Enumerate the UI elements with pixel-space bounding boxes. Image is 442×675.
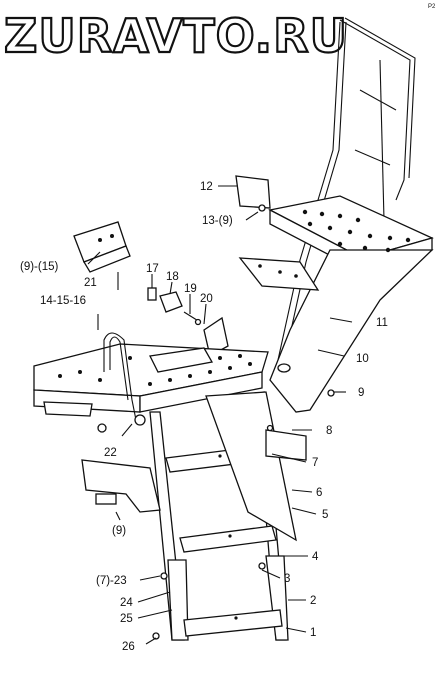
upper-platform-assembly <box>235 17 434 413</box>
callout-18: 18 <box>166 271 179 283</box>
callout-8: 8 <box>326 425 332 437</box>
callout-5: 5 <box>322 509 328 521</box>
callout-19: 19 <box>184 283 197 295</box>
callout-11: 11 <box>376 317 388 329</box>
callout-7: 7 <box>312 457 318 469</box>
callout-24: 24 <box>120 597 133 609</box>
callout-9b: (9) <box>112 525 126 537</box>
callout-13-9: 13-(9) <box>202 215 233 227</box>
callout-20: 20 <box>200 293 213 305</box>
callout-7-23: (7)-23 <box>96 575 127 587</box>
callout-12: 12 <box>200 181 213 193</box>
lower-deck-holes <box>58 354 252 386</box>
callout-14-15-16: 14-15-16 <box>40 295 86 307</box>
corner-mark: P2 <box>428 4 436 10</box>
leader-lines <box>87 185 353 645</box>
callout-4: 4 <box>312 551 319 563</box>
callout-2: 2 <box>310 595 316 607</box>
watermark-text: ZURAVTO.RU <box>4 9 348 63</box>
callout-25: 25 <box>120 613 133 625</box>
callout-3: 3 <box>284 573 290 585</box>
callout-17: 17 <box>146 263 159 275</box>
ladder-frame <box>81 391 307 641</box>
lower-platform-assembly <box>33 332 269 433</box>
callout-22: 22 <box>104 447 117 459</box>
callout-9: 9 <box>358 387 364 399</box>
upper-deck-holes <box>258 209 411 278</box>
latch-hardware-parts <box>73 221 229 357</box>
callout-26: 26 <box>122 641 135 653</box>
callout-9-15: (9)-(15) <box>20 261 59 273</box>
callout-6: 6 <box>316 487 322 499</box>
callout-1: 1 <box>310 627 316 639</box>
callout-labels: 12 13-(9) (9)-(15) 21 17 18 19 20 14-15-… <box>20 181 388 653</box>
callout-10: 10 <box>356 353 369 365</box>
callout-21: 21 <box>84 277 97 289</box>
